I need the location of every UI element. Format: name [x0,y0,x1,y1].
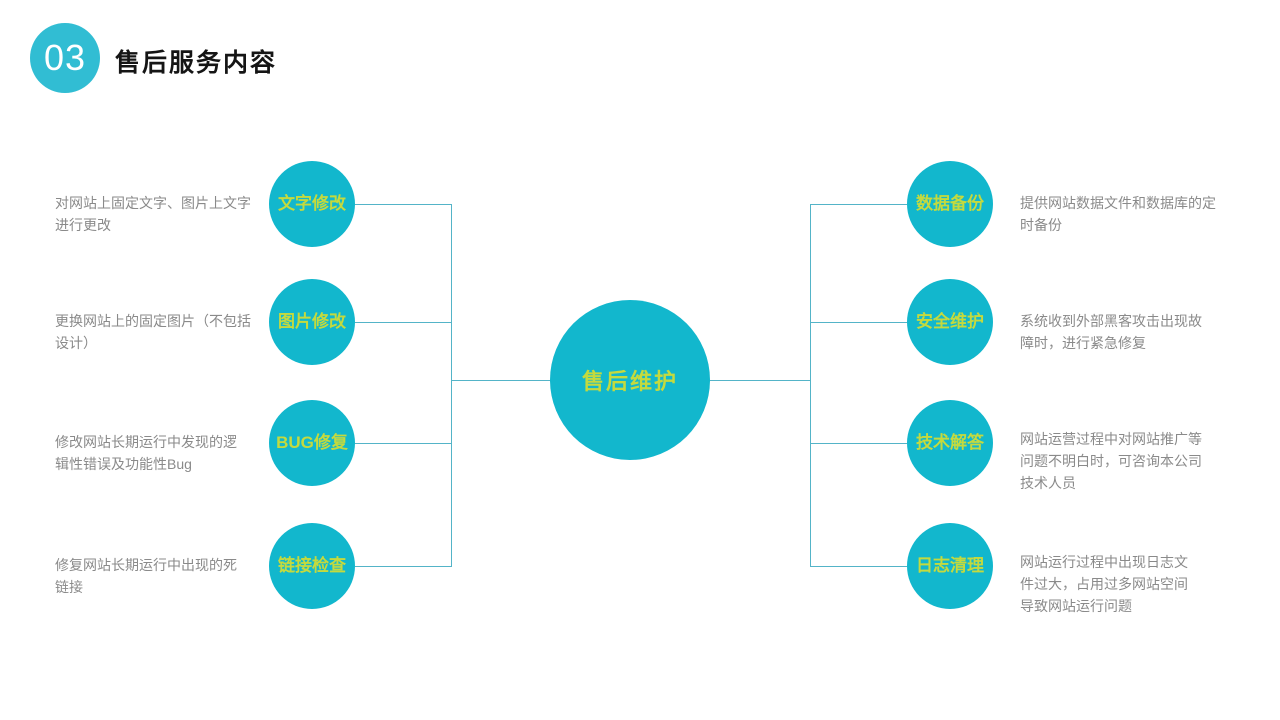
node-data-backup: 数据备份 [907,161,993,247]
node-description-bug-fix: 修改网站长期运行中发现的逻 辑性错误及功能性Bug [55,434,237,472]
connector-line [355,322,451,323]
slide-title: 售后服务内容 [115,49,278,77]
node-link-check: 链接检查 [269,523,355,609]
node-text-edit: 文字修改 [269,161,355,247]
node-description-tech-support: 网站运营过程中对网站推广等 问题不明白时，可咨询本公司 技术人员 [1020,431,1202,491]
connector-line [355,204,451,205]
node-log-cleanup: 日志清理 [907,523,993,609]
connector-line-center-right [708,380,810,381]
node-description-text-edit: 对网站上固定文字、图片上文字 进行更改 [55,195,251,233]
section-number: 03 [43,37,87,78]
node-description-security-maint: 系统收到外部黑客攻击出现故 障时，进行紧急修复 [1020,313,1202,351]
node-description-log-cleanup: 网站运行过程中出现日志文 件过大，占用过多网站空间 导致网站运行问题 [1020,554,1188,614]
connector-line [355,443,451,444]
connector-line [810,204,907,205]
node-description-link-check: 修复网站长期运行中出现的死 链接 [55,557,237,595]
node-tech-support: 技术解答 [907,400,993,486]
node-security-maint: 安全维护 [907,279,993,365]
connector-line-left-vertical [451,204,452,567]
connector-line [810,566,907,567]
node-bug-fix: BUG修复 [269,400,355,486]
connector-line [355,566,451,567]
center-node: 售后维护 [550,300,710,460]
node-image-edit: 图片修改 [269,279,355,365]
section-number-badge: 03 [30,23,100,93]
connector-line-right-vertical [810,204,811,567]
connector-line [810,443,907,444]
connector-line [810,322,907,323]
node-description-image-edit: 更换网站上的固定图片（不包括 设计） [55,313,251,351]
connector-line-center-left [451,380,552,381]
node-description-data-backup: 提供网站数据文件和数据库的定 时备份 [1020,195,1216,233]
